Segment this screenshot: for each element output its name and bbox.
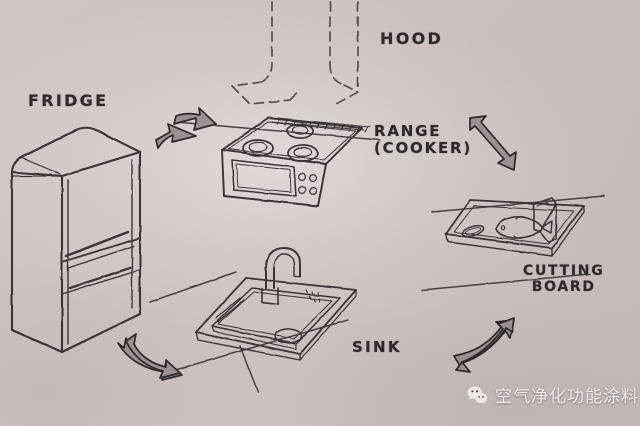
label-fridge: FRIDGE — [28, 91, 109, 110]
watermark-text: 空气净化功能涂料 — [495, 387, 639, 407]
arrow-sink-to-cutting-board — [453, 317, 515, 373]
hood-shape — [231, 1, 359, 105]
label-cutting-board: CUTTING BOARD — [523, 263, 605, 296]
watermark: 空气净化功能涂料 — [466, 382, 639, 407]
fridge-shape — [10, 126, 142, 354]
arrow-range-to-cutting-board — [469, 115, 517, 171]
sink-shape — [195, 247, 357, 361]
label-sink: SINK — [352, 338, 402, 356]
label-hood: HOOD — [380, 29, 444, 48]
cutting-board-shape — [445, 197, 585, 257]
wechat-icon — [467, 385, 488, 404]
arrow-fridge-to-sink — [117, 333, 183, 381]
arrow-fridge-to-range — [155, 107, 217, 149]
flow-arrows — [117, 107, 517, 381]
range-shape — [221, 117, 371, 207]
label-range: RANGE (COOKER) — [374, 122, 473, 158]
